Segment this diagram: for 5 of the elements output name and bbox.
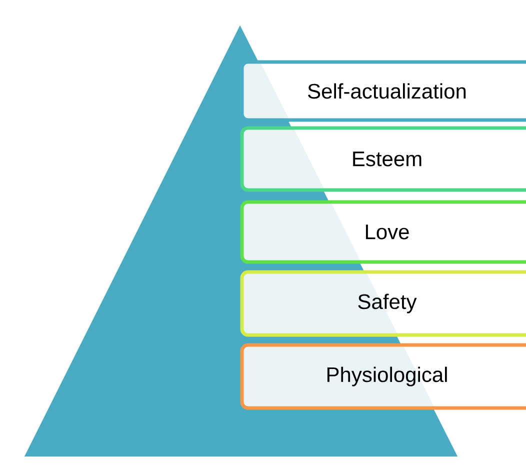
level-box: Love <box>240 200 526 264</box>
level-box: Self-actualization <box>240 60 526 122</box>
level-box: Physiological <box>240 343 526 410</box>
level-box: Esteem <box>240 126 526 192</box>
level-box: Safety <box>240 270 526 337</box>
